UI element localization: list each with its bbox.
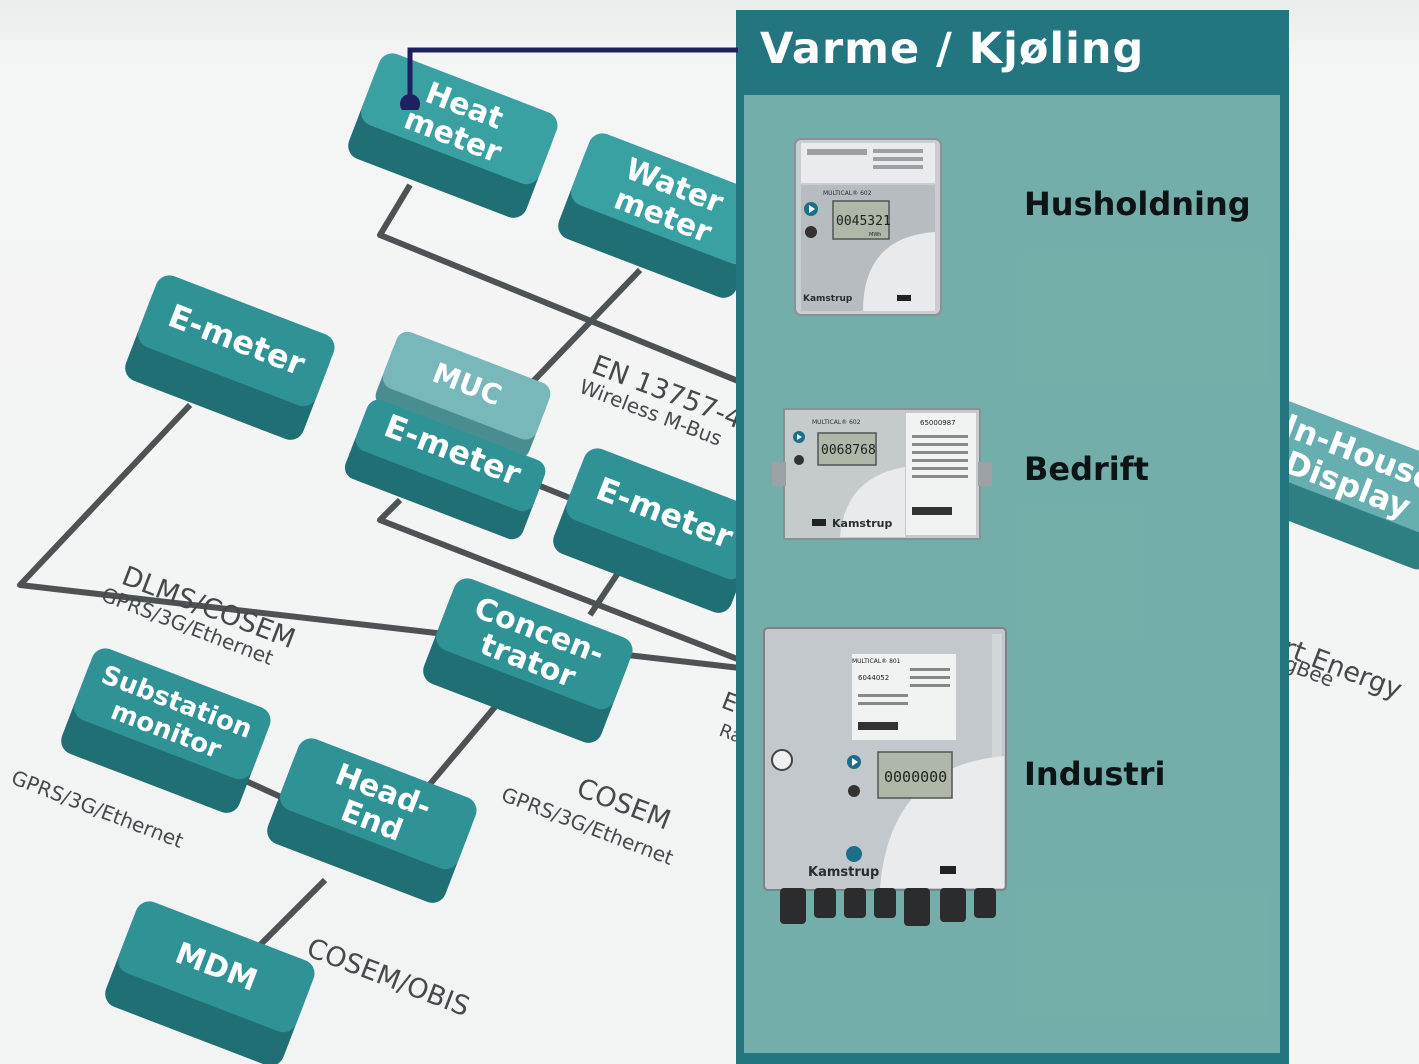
meter-large-image: 6044052 MULTICAL® 801 0000000 Kamstrup [763, 627, 1007, 926]
large-meter-model: MULTICAL® 801 [852, 658, 901, 665]
meter-small-image: MULTICAL® 602 0045321 MWh Kamstrup [794, 138, 942, 316]
meter-medium-image: 65000987 MULTICAL® 602 0068768 Kamstrup [772, 408, 992, 540]
in-house-display-box: In-House Display [1233, 397, 1419, 570]
small-meter-model: MULTICAL® 602 [823, 190, 872, 197]
category-bedrift: Bedrift [1024, 450, 1149, 488]
small-meter-display: 0045321 [836, 214, 891, 229]
muc-box: MUC [375, 331, 551, 459]
category-industri: Industri [1024, 755, 1166, 793]
e-meter-left-box: E-meter [125, 275, 335, 440]
large-meter-brand: Kamstrup [808, 865, 879, 880]
mdm-box: MDM [105, 901, 315, 1064]
e-meter-right-box: E-meter [553, 448, 763, 613]
medium-meter-brand: Kamstrup [832, 517, 892, 530]
small-meter-brand: Kamstrup [803, 294, 853, 304]
medium-meter-display: 0068768 [821, 443, 876, 458]
medium-meter-serial: 65000987 [920, 419, 956, 427]
connector-dot [400, 94, 420, 110]
water-meter-box: Water meter [558, 133, 768, 298]
large-meter-serial: 6044052 [858, 674, 889, 682]
medium-meter-model: MULTICAL® 602 [812, 419, 861, 426]
head-end-box: Head- End [267, 738, 477, 903]
category-husholdning: Husholdning [1024, 185, 1251, 223]
callout-connector [400, 47, 738, 110]
callout-title: Varme / Kjøling [760, 24, 1145, 74]
large-meter-display: 0000000 [884, 768, 947, 786]
small-meter-unit: MWh [869, 232, 881, 238]
